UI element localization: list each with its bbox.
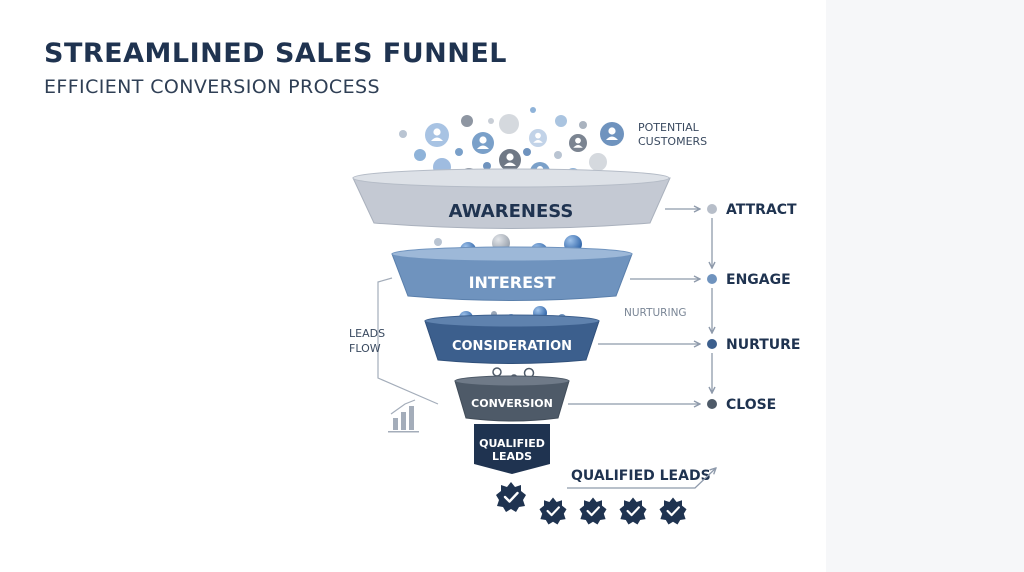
person-bubble-icon	[569, 134, 587, 152]
step-label-attract: ATTRACT	[726, 202, 797, 218]
funnel-stage-awareness: AWARENESS	[352, 168, 671, 229]
check-badge-icon	[658, 496, 688, 526]
right-background-panel	[826, 0, 1024, 572]
nurturing-label: NURTURING	[624, 307, 687, 319]
funnel-stage-consideration: CONSIDERATION	[424, 314, 600, 364]
qualified-leads-arrow	[567, 468, 716, 489]
stage-label-consideration: CONSIDERATION	[452, 339, 572, 354]
leads-flow-label-line1: LEADS	[349, 327, 385, 340]
step-dot-attract	[707, 204, 717, 214]
leads-flow-bracket	[377, 277, 439, 405]
step-dot-close	[707, 399, 717, 409]
person-bubble-icon	[600, 122, 624, 146]
stage-label-conversion: CONVERSION	[471, 397, 553, 410]
step-dot-engage	[707, 274, 717, 284]
person-bubble-icon	[472, 132, 494, 154]
person-bubble-icon	[425, 123, 449, 147]
potential-customers-label-line2: CUSTOMERS	[638, 135, 707, 148]
page-subtitle: EFFICIENT CONVERSION PROCESS	[44, 76, 380, 98]
qualified-leads-label-line1: QUALIFIED	[479, 437, 545, 450]
check-badge-icon	[618, 496, 648, 526]
step-label-close: CLOSE	[726, 397, 776, 413]
funnel-stage-qualified-leads: QUALIFIED LEADS	[474, 424, 550, 474]
bar-chart-icon	[388, 399, 419, 433]
check-badge-icon	[494, 480, 528, 514]
qualified-leads-caption: QUALIFIED LEADS	[571, 468, 711, 484]
stage-label-awareness: AWARENESS	[449, 201, 574, 222]
step-dot-nurture	[707, 339, 717, 349]
step-label-nurture: NURTURE	[726, 337, 801, 353]
leads-flow-label-line2: FLOW	[349, 342, 381, 355]
qualified-leads-label-line2: LEADS	[492, 450, 532, 463]
step-label-engage: ENGAGE	[726, 272, 791, 288]
stage-label-interest: INTEREST	[469, 273, 556, 292]
funnel-stage-conversion: CONVERSION	[454, 375, 570, 422]
funnel-stage-interest: INTEREST	[391, 246, 633, 301]
person-bubble-icon	[529, 129, 547, 147]
page-title: STREAMLINED SALES FUNNEL	[44, 38, 508, 69]
check-badge-icon	[578, 496, 608, 526]
check-badge-icon	[538, 496, 568, 526]
potential-customers-label-line1: POTENTIAL	[638, 121, 700, 134]
person-bubble-icon	[499, 149, 521, 171]
stage-arrows	[568, 209, 700, 404]
